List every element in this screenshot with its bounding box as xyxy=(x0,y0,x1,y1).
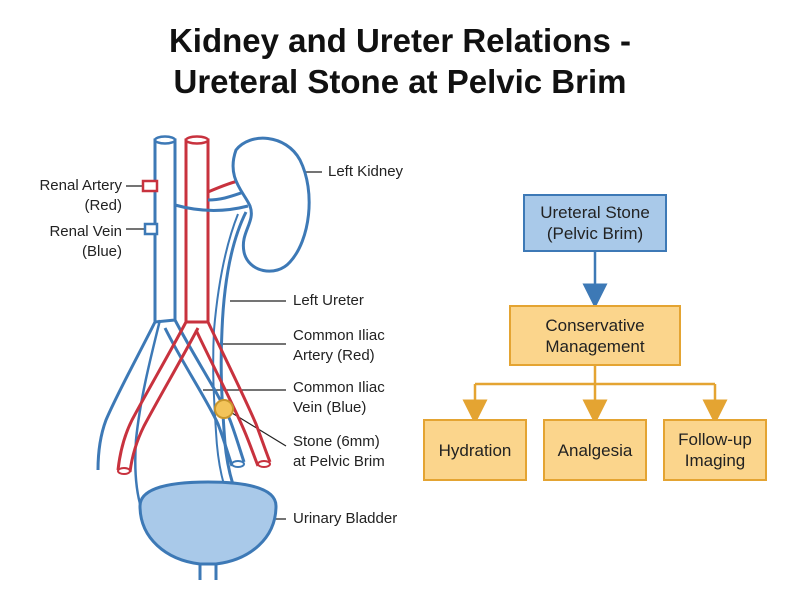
node-conservative-management: Conservative Management xyxy=(509,305,681,366)
title-line-2: Ureteral Stone at Pelvic Brim xyxy=(173,63,627,100)
label-renal-artery: Renal Artery (Red) xyxy=(0,176,122,216)
node-follow-up-imaging-line2: Imaging xyxy=(684,451,746,470)
node-ureteral-stone: Ureteral Stone (Pelvic Brim) xyxy=(523,194,667,252)
node-analgesia: Analgesia xyxy=(543,419,647,481)
node-conservative-management-line2: Management xyxy=(545,336,645,356)
branch-connectors xyxy=(462,366,728,425)
node-ureteral-stone-line2: (Pelvic Brim) xyxy=(546,224,644,243)
label-left-ureter: Left Ureter xyxy=(293,291,364,311)
left-ureter xyxy=(219,211,252,521)
label-renal-vein: Renal Vein (Blue) xyxy=(0,222,122,262)
node-follow-up-imaging-line1: Follow-up xyxy=(678,430,752,449)
node-hydration-text: Hydration xyxy=(438,440,512,460)
left-ureter-inner xyxy=(212,213,241,521)
label-stone: Stone (6mm) at Pelvic Brim xyxy=(293,432,385,472)
label-renal-artery-line2: (Red) xyxy=(84,197,122,214)
node-follow-up-imaging: Follow-up Imaging xyxy=(663,419,767,481)
label-renal-vein-line1: Renal Vein xyxy=(49,223,122,240)
node-hydration: Hydration xyxy=(423,419,527,481)
label-left-kidney: Left Kidney xyxy=(328,162,403,182)
label-stone-line1: Stone (6mm) xyxy=(293,433,380,450)
label-renal-vein-line2: (Blue) xyxy=(81,243,122,260)
label-left-ureter-text: Left Ureter xyxy=(293,292,364,309)
title-line-1: Kidney and Ureter Relations - xyxy=(168,22,632,59)
right-ureter xyxy=(134,319,162,521)
left-kidney xyxy=(231,136,311,273)
node-analgesia-text: Analgesia xyxy=(557,440,633,460)
diagram-title: Kidney and Ureter Relations - Ureteral S… xyxy=(0,20,800,102)
label-common-iliac-artery-line2: Artery (Red) xyxy=(293,347,375,364)
ureteral-stone xyxy=(214,399,234,419)
label-renal-artery-line1: Renal Artery xyxy=(39,177,122,194)
node-ureteral-stone-line1: Ureteral Stone xyxy=(540,203,650,222)
label-common-iliac-vein-line1: Common Iliac xyxy=(293,379,385,396)
label-common-iliac-artery-line1: Common Iliac xyxy=(293,327,385,344)
urinary-bladder xyxy=(138,480,278,580)
node-conservative-management-line1: Conservative xyxy=(545,315,645,335)
label-urinary-bladder: Urinary Bladder xyxy=(293,509,397,529)
label-stone-line2: at Pelvic Brim xyxy=(293,453,385,470)
right-renal-vessels xyxy=(141,179,159,236)
label-common-iliac-vein: Common Iliac Vein (Blue) xyxy=(293,378,385,418)
label-common-iliac-vein-line2: Vein (Blue) xyxy=(293,399,367,416)
label-urinary-bladder-text: Urinary Bladder xyxy=(293,510,398,527)
label-common-iliac-artery: Common Iliac Artery (Red) xyxy=(293,326,385,366)
label-left-kidney-text: Left Kidney xyxy=(328,163,404,180)
